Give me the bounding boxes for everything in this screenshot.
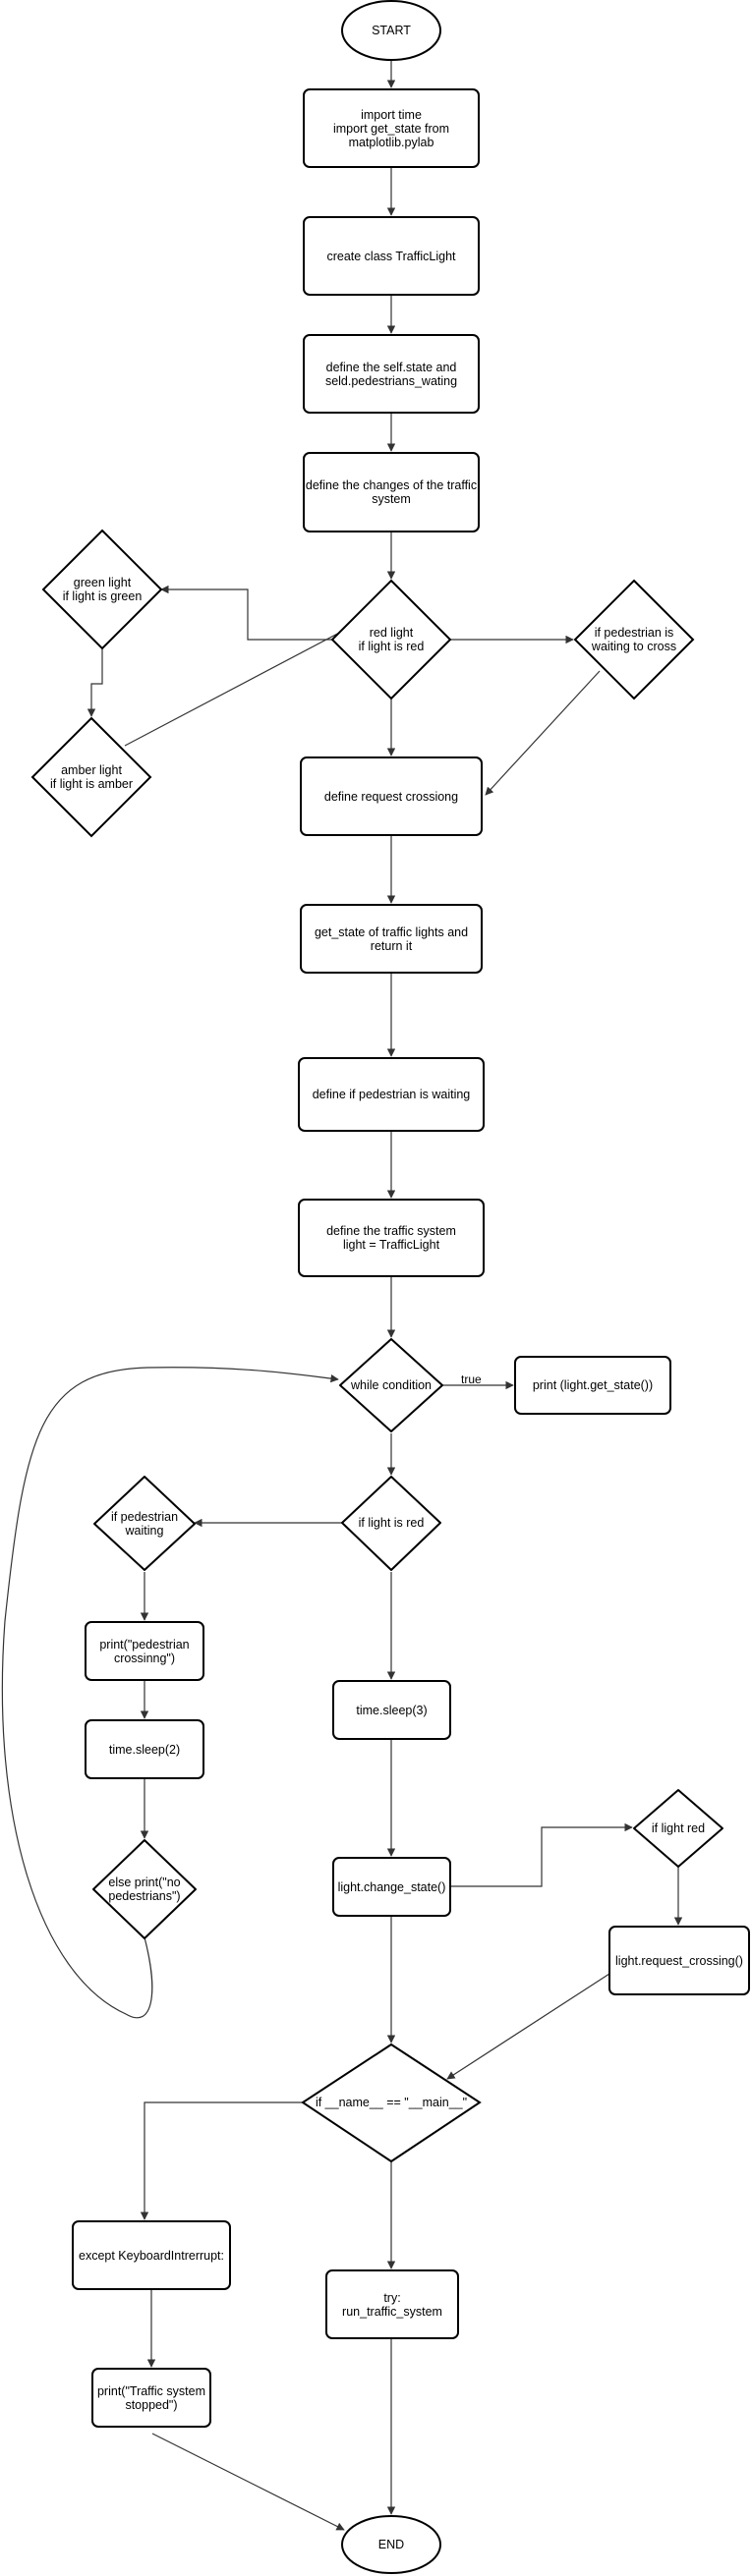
connectors — [1, 61, 683, 2531]
print-crossing-box — [85, 1621, 204, 1681]
request-call-box — [608, 1926, 750, 1995]
while-diamond — [339, 1338, 443, 1432]
print-state-box — [514, 1356, 671, 1415]
edge-red-green — [160, 585, 332, 641]
edge-green-amber — [87, 648, 103, 717]
edge-change-iflightred — [450, 1822, 633, 1887]
change-state-box — [332, 1857, 451, 1917]
print-stopped-box — [91, 2368, 211, 2428]
define-system-box — [298, 1199, 485, 1277]
if-ped-waiting-diamond — [93, 1476, 196, 1571]
define-state-box — [303, 334, 480, 414]
edge-pedcross-request — [485, 670, 601, 796]
amber-light-diamond — [30, 716, 152, 838]
sleep3-box — [332, 1680, 451, 1740]
nodes — [30, 0, 750, 2574]
sleep2-box — [85, 1719, 204, 1779]
end-terminator — [341, 2515, 441, 2574]
define-ped-waiting-box — [298, 1057, 485, 1132]
get-state-box — [300, 904, 483, 974]
red-light-diamond — [330, 579, 452, 700]
class-box — [303, 216, 480, 296]
edge-request-ifmain — [446, 1973, 610, 2080]
except-box — [72, 2220, 231, 2290]
edge-printstopped-end — [151, 2433, 345, 2531]
if-main-diamond — [301, 2043, 482, 2163]
green-light-diamond — [41, 529, 163, 650]
else-print-diamond — [92, 1839, 197, 1939]
while-true-label: true — [461, 1372, 482, 1386]
if-light-red-diamond — [341, 1476, 441, 1571]
request-crossing-box — [300, 756, 483, 836]
edge-ifmain-except — [140, 2101, 303, 2220]
if-light-red-diamond-2 — [633, 1789, 723, 1868]
define-changes-box — [303, 452, 480, 532]
edge-amber-red — [124, 620, 363, 747]
edge-else-while-loop — [1, 1367, 339, 2019]
try-run-box — [325, 2269, 459, 2339]
ped-waiting-cross-diamond — [573, 579, 695, 700]
import-box — [303, 88, 480, 168]
start-terminator — [341, 0, 441, 61]
